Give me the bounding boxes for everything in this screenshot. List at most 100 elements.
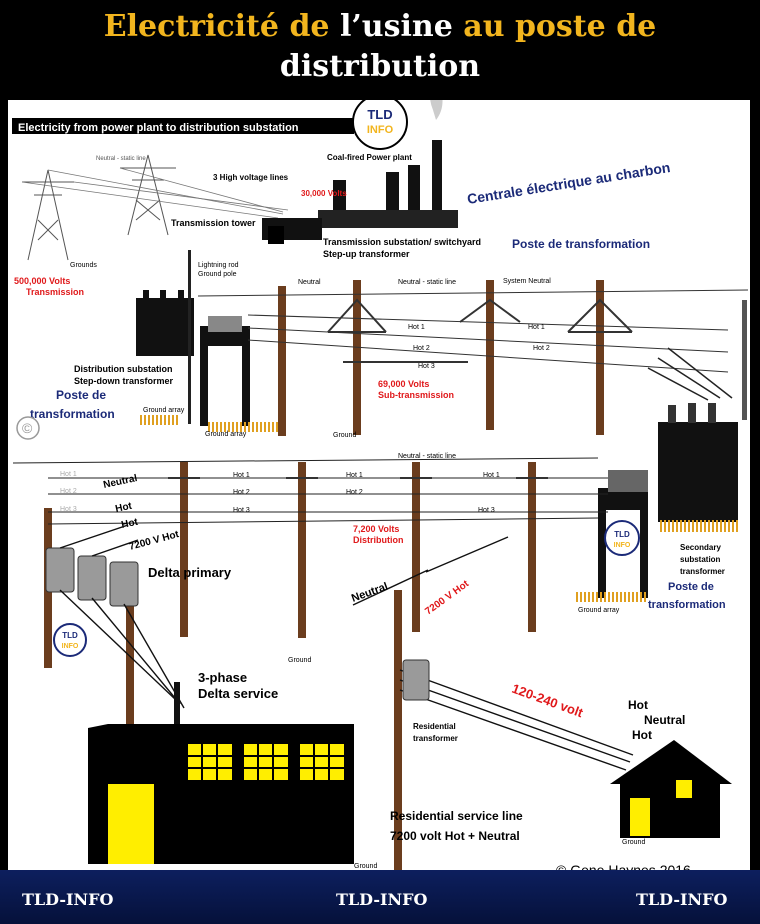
ground-array-1 <box>138 415 178 425</box>
voltage-7200: 7,200 Volts <box>353 524 399 534</box>
hot3-label-a: Hot 3 <box>418 363 435 370</box>
step-up-label: Step-up transformer <box>323 249 410 259</box>
service-mast <box>174 682 180 724</box>
power-distribution-diagram: Electricity from power plant to distribu… <box>12 80 749 878</box>
copyright-c: © <box>22 420 33 436</box>
house-door <box>630 798 650 836</box>
title-part-2: l’usine <box>339 9 464 44</box>
hot1-label-a: Hot 1 <box>408 324 425 331</box>
title-part-1: Electricité de <box>103 9 340 44</box>
voltage-30k: 30,000 Volts <box>301 189 347 198</box>
subtransmission-wires <box>197 289 749 373</box>
svg-text:INFO: INFO <box>614 542 631 549</box>
neutral-static-label-top: Neutral - static line <box>96 156 146 162</box>
svg-text:TLD: TLD <box>367 107 392 122</box>
transmission-substation-label: Transmission substation/ switchyard <box>323 237 481 247</box>
poste-label-3b: transformation <box>648 599 726 611</box>
voltage-500k: 500,000 Volts <box>14 276 70 286</box>
lightning-rod-label: Lightning rod <box>198 262 239 269</box>
hot2-label-faint: Hot 2 <box>60 488 77 495</box>
crossarms <box>327 298 633 363</box>
tld-logo-mid: TLD INFO <box>604 520 640 556</box>
delta-service-label: Delta service <box>198 686 278 701</box>
building-windows <box>188 744 344 780</box>
copyright-mark <box>16 416 40 440</box>
house <box>610 740 732 838</box>
poste-label-1: Poste de transformation <box>512 237 650 251</box>
ground-array-label-3: Ground array <box>578 607 620 614</box>
residential-pole <box>394 590 402 870</box>
ground-label-3: Ground <box>354 863 377 870</box>
hot1-label-b: Hot 1 <box>528 324 545 331</box>
tld-logo-top: TLD INFO <box>352 94 408 150</box>
subtransmission-label: Sub-transmission <box>378 390 454 400</box>
footer-brand-right: TLD-INFO <box>636 890 728 909</box>
ground-label-house: Ground <box>622 839 645 846</box>
distribution-substation <box>136 250 250 426</box>
ground-label-1: Ground <box>333 432 356 439</box>
ground-array-4 <box>576 592 646 602</box>
service-line-label-1: Residential service line <box>390 809 523 823</box>
hot3-label-c: Hot 3 <box>233 507 250 514</box>
system-neutral-label: System Neutral <box>503 278 551 285</box>
hot2-label-a: Hot 2 <box>413 345 430 352</box>
poste-label-2b: transformation <box>30 407 115 421</box>
hv-lines-label: 3 High voltage lines <box>213 173 289 182</box>
footer: TLD-INFO TLD-INFO TLD-INFO <box>0 870 760 924</box>
hot-label-b: Hot <box>120 517 139 531</box>
hot2-label-d: Hot 2 <box>346 489 363 496</box>
neutral-static-label-2: Neutral - static line <box>398 453 456 460</box>
dist-sub-label: Distribution substation <box>74 364 173 374</box>
transmission-tower-label: Transmission tower <box>171 218 256 228</box>
secondary-label-3: transformer <box>680 567 725 576</box>
distribution-label: Distribution <box>353 535 404 545</box>
svg-text:TLD: TLD <box>614 530 630 539</box>
tld-logo-left: TLD INFO <box>53 623 87 657</box>
neutral-label-1: Neutral <box>298 279 321 286</box>
subtransmission-poles <box>278 280 604 436</box>
lightning-rod <box>742 300 747 420</box>
ground-array-2 <box>208 422 278 432</box>
hot1-label-d: Hot 1 <box>346 472 363 479</box>
hot1-label-faint: Hot 1 <box>60 471 77 478</box>
banner-bg <box>12 118 354 134</box>
delta-primary-transformers <box>45 547 139 607</box>
industrial-building <box>88 724 354 864</box>
delta-primary-label: Delta primary <box>148 565 232 580</box>
diagram-panel: Electricity from power plant to distribu… <box>8 80 750 880</box>
residential-tx-label-2: transformer <box>413 734 458 743</box>
ground-array-label-1: Ground array <box>143 407 185 414</box>
footer-brand-center: TLD-INFO <box>336 890 428 909</box>
delta-service-wires <box>59 524 185 709</box>
centrale-label: Centrale électrique au charbon <box>466 159 671 207</box>
grounds-label: Grounds <box>70 262 97 269</box>
svg-text:INFO: INFO <box>62 643 79 650</box>
hot-label-a: Hot <box>114 501 133 515</box>
secondary-substation-transformer <box>598 403 738 598</box>
voltage-69k: 69,000 Volts <box>378 379 429 389</box>
hot3-label-faint: Hot 3 <box>60 506 77 513</box>
poste-label-3a: Poste de <box>668 581 714 593</box>
hv-line-wires <box>21 167 289 219</box>
neutral-label-2: Neutral <box>102 473 138 491</box>
ground-array-3 <box>658 520 738 532</box>
header: Electricité de l’usine au poste de distr… <box>0 0 760 96</box>
step-down-label: Step-down transformer <box>74 376 174 386</box>
building-door <box>108 784 154 864</box>
neutral-static-label-1: Neutral - static line <box>398 279 456 286</box>
residential-transformer <box>402 659 430 701</box>
ground-label-2: Ground <box>288 657 311 664</box>
ground-array-label-2: Ground array <box>205 431 247 438</box>
footer-brand-left: TLD-INFO <box>22 890 114 909</box>
residential-tx-label-1: Residential <box>413 722 456 731</box>
coal-plant-label: Coal-fired Power plant <box>327 153 412 162</box>
ground-pole-label: Ground pole <box>198 271 237 278</box>
transmission-label: Transmission <box>26 287 84 297</box>
house-hot-label: Hot <box>628 698 648 712</box>
distribution-wires <box>12 457 608 525</box>
v7200-hot-label-2: 7200 V Hot <box>423 578 471 617</box>
hot2-label-c: Hot 2 <box>233 489 250 496</box>
hot1-label-e: Hot 1 <box>483 472 500 479</box>
svg-text:TLD: TLD <box>62 631 78 640</box>
service-line-label-2: 7200 volt Hot + Neutral <box>390 829 520 843</box>
